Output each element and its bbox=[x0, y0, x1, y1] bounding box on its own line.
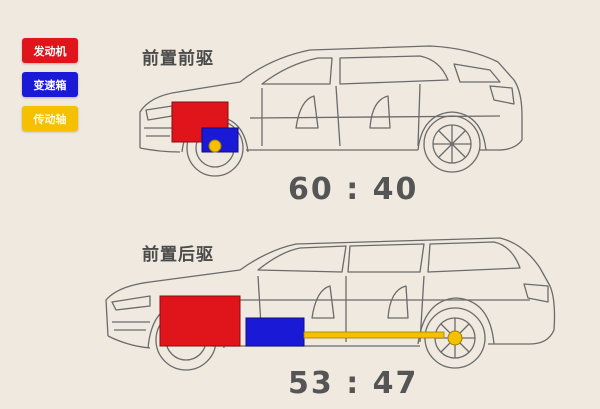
ratio-ff: 60 : 40 bbox=[288, 172, 419, 207]
wagon-rear-axle bbox=[447, 330, 463, 346]
hatchback-car bbox=[139, 45, 523, 177]
wagon-gearbox-block bbox=[245, 317, 305, 347]
wagon-engine-block bbox=[159, 295, 241, 347]
title-ff: 前置前驱 bbox=[142, 49, 214, 69]
title-fr: 前置后驱 bbox=[142, 245, 214, 265]
wagon-driveshaft bbox=[303, 331, 445, 339]
legend-driveshaft: 传动轴 bbox=[22, 106, 78, 131]
legend-gearbox: 变速箱 bbox=[22, 72, 78, 97]
ratio-fr: 53 : 47 bbox=[288, 366, 419, 401]
legend: 发动机 变速箱 传动轴 bbox=[22, 38, 78, 140]
hatchback-axle bbox=[208, 139, 222, 153]
legend-engine: 发动机 bbox=[22, 38, 78, 63]
